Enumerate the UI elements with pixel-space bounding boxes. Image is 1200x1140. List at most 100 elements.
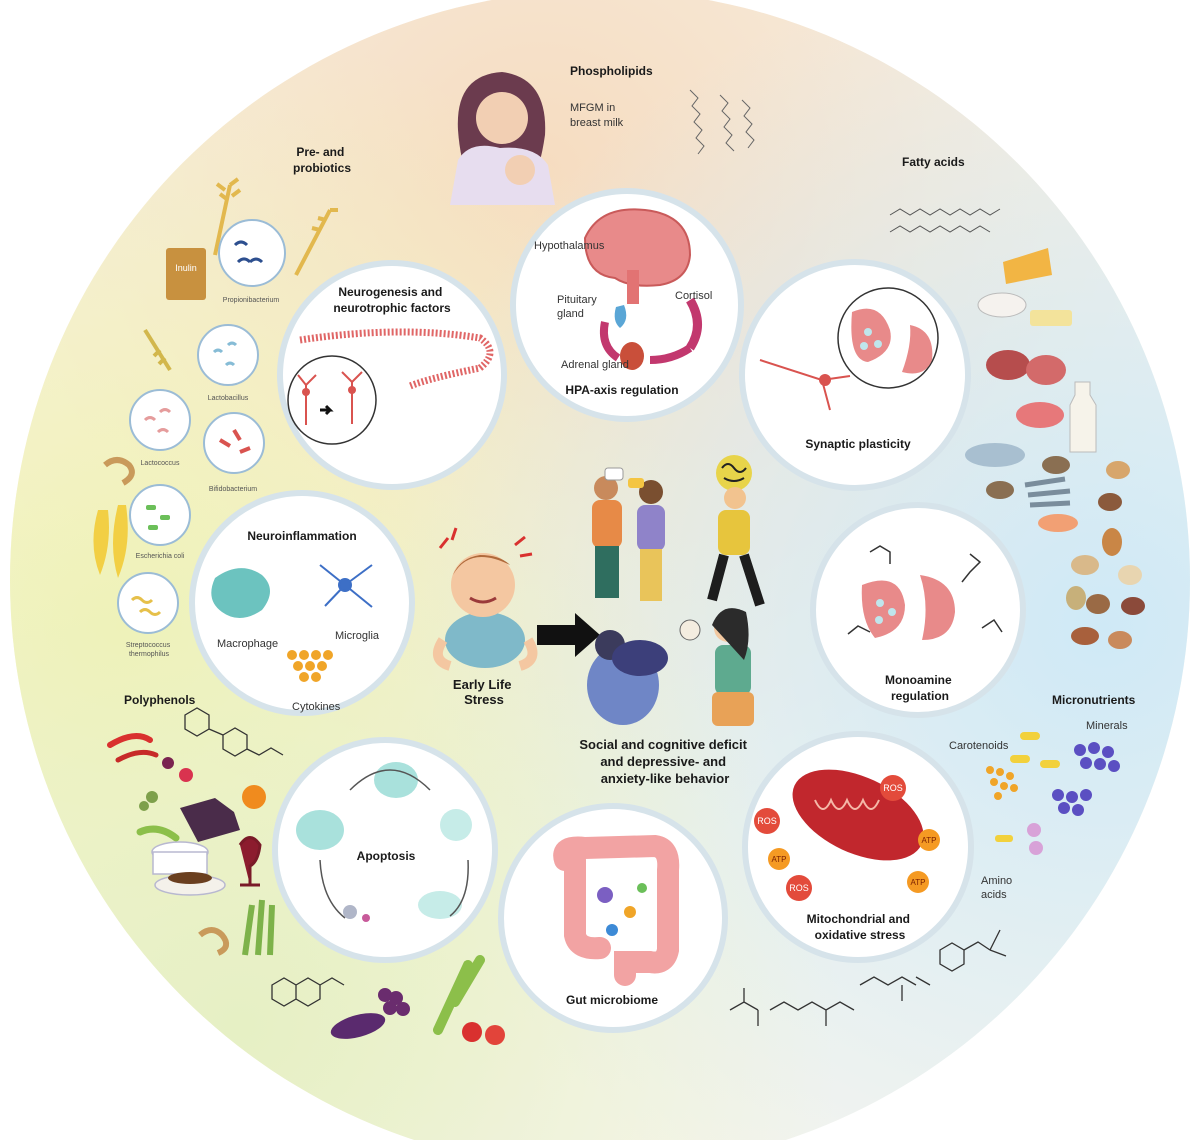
- hazelnut-icon: [1086, 594, 1110, 614]
- nut-icon: [1071, 555, 1099, 575]
- pituitary-label: Pituitary gland: [557, 294, 600, 320]
- sardines-icon: [1024, 476, 1071, 508]
- macrophage-label: Macrophage: [217, 638, 278, 650]
- grape-icon: [139, 801, 149, 811]
- early-life-stress-label: Early Life Stress: [453, 677, 515, 707]
- wine-glass-icon: [238, 836, 262, 887]
- chili-pepper-icon: [115, 749, 159, 763]
- corn-icon: [93, 505, 128, 578]
- almond-icon: [1102, 528, 1122, 556]
- atp-label: ATP: [922, 836, 937, 845]
- neuroinflammation-title: Neuroinflammation: [247, 529, 356, 543]
- intestine-icon: [553, 834, 680, 986]
- flavonoid-structure-icon: [271, 977, 345, 1007]
- phospholipids-sector: Phospholipids MFGM in breast milk: [450, 64, 755, 205]
- prebiotics-title: Pre- and probiotics: [293, 145, 351, 175]
- fatty-acids-title: Fatty acids: [902, 155, 965, 169]
- lactococcus-label: Lactococcus: [141, 460, 180, 467]
- nut-icon: [1121, 597, 1145, 615]
- apoptosis-title: Apoptosis: [357, 849, 416, 863]
- nut-icon: [1071, 627, 1099, 645]
- lactobacillus-label: Lactobacillus: [208, 395, 249, 402]
- minerals-icon: [1052, 742, 1120, 816]
- amino-acids-label: Amino acids: [981, 875, 1015, 901]
- butter-icon: [1030, 310, 1072, 326]
- gut-microbiome-circle: Gut microbiome: [498, 803, 728, 1033]
- wine-bottle-icon: [180, 798, 240, 842]
- apple-icon: [462, 1022, 482, 1042]
- synaptic-title: Synaptic plasticity: [805, 437, 911, 451]
- nut-icon: [1098, 493, 1122, 511]
- crying-baby-icon: [432, 527, 538, 671]
- polyphenols-sector: Polyphenols: [107, 693, 505, 1045]
- breastfeeding-mother-icon: [450, 72, 555, 205]
- hpa-title: HPA-axis regulation: [565, 383, 678, 397]
- bifidobacterium-icon: [203, 412, 265, 474]
- fatty-acids-sector: Fatty acids: [889, 155, 1145, 649]
- amino-acid-structure-icon: [939, 929, 1007, 972]
- ginger-icon: [103, 457, 135, 486]
- stressed-person-icon: [707, 455, 765, 607]
- neurogenesis-circle: Neurogenesis and neurotrophic factors: [277, 260, 507, 490]
- cytokines-icon: [287, 650, 333, 682]
- mussel-icon: [1042, 456, 1070, 474]
- monoamine-title: Monoamine regulation: [885, 673, 955, 703]
- berry-icon: [162, 757, 174, 769]
- hpa-axis-circle: Hypothalamus Pituitary gland Cortisol Ad…: [510, 188, 744, 422]
- nut-icon: [1118, 565, 1142, 585]
- steak-icon: [1026, 355, 1066, 385]
- tuna-icon: [1016, 402, 1064, 428]
- orange-icon: [242, 785, 266, 809]
- ros-label: ROS: [883, 783, 903, 793]
- grapes-icon: [378, 988, 392, 1002]
- oat-icon: [143, 328, 172, 372]
- propionibacterium-label: Propionibacterium: [223, 297, 280, 304]
- streptococcus-label: Streptococcus thermophilus: [126, 642, 172, 658]
- outcome-label: Social and cognitive deficit and depress…: [579, 737, 750, 786]
- wheat-icon: [213, 177, 242, 256]
- micronutrients-title: Micronutrients: [1052, 693, 1136, 707]
- ecoli-label: Escherichia coli: [136, 553, 185, 560]
- brain-icon: [583, 208, 692, 287]
- mitochondrial-circle: ROS ROS ROS ATP ATP ATP Mitochondrial an…: [742, 731, 974, 963]
- cheese-icon: [1003, 248, 1052, 284]
- celery-icon: [242, 899, 275, 956]
- amino-acid-structure-icon: [769, 1001, 855, 1026]
- chili-pepper-icon: [107, 733, 153, 748]
- raspberry-icon: [179, 768, 193, 782]
- bifidobacterium-label: Bifidobacterium: [209, 486, 257, 493]
- phospholipids-title: Phospholipids: [570, 64, 653, 78]
- milk-bottle-icon: [1069, 381, 1097, 453]
- vitamin-capsules-icon: [995, 732, 1060, 842]
- atp-label: ATP: [772, 855, 787, 864]
- lactococcus-icon: [129, 389, 191, 451]
- fatty-acid-structure-icon: [889, 208, 1001, 233]
- apple-icon: [485, 1025, 505, 1045]
- neuron-inset: [287, 355, 377, 445]
- fish-icon: [965, 443, 1025, 467]
- cytokines-label: Cytokines: [292, 701, 341, 713]
- center-scene: Early Life Stress: [432, 455, 765, 786]
- phospholipid-structure-icon: [689, 89, 755, 155]
- ros-label: ROS: [757, 816, 777, 826]
- prebiotics-sector: Pre- and probiotics Inulin Propionibacte…: [93, 145, 351, 658]
- wheat-icon: [294, 208, 338, 276]
- pea-pod-icon: [136, 825, 180, 842]
- cause-arrow-icon: [537, 613, 600, 657]
- hypothalamus-label: Hypothalamus: [534, 240, 605, 252]
- neuroinflammation-circle: Neuroinflammation Macrophage Microglia C…: [189, 490, 415, 716]
- polyphenols-title: Polyphenols: [124, 693, 196, 707]
- nut-icon: [1108, 631, 1132, 649]
- macrophage-icon: [211, 568, 270, 619]
- ginger-icon: [198, 927, 230, 956]
- bowl-icon: [977, 292, 1027, 318]
- carotenoids-icon: [986, 766, 1018, 800]
- amino-acid-icon: [1027, 823, 1041, 837]
- micronutrients-sector: Micronutrients Minerals Carotenoids Amin…: [729, 693, 1136, 1026]
- inulin-bag-icon: [166, 248, 206, 300]
- amino-acid-structure-icon: [859, 976, 931, 1001]
- pistachio-icon: [1066, 586, 1086, 610]
- amino-acid-structure-icon: [729, 988, 759, 1026]
- microglia-icon: [319, 564, 373, 608]
